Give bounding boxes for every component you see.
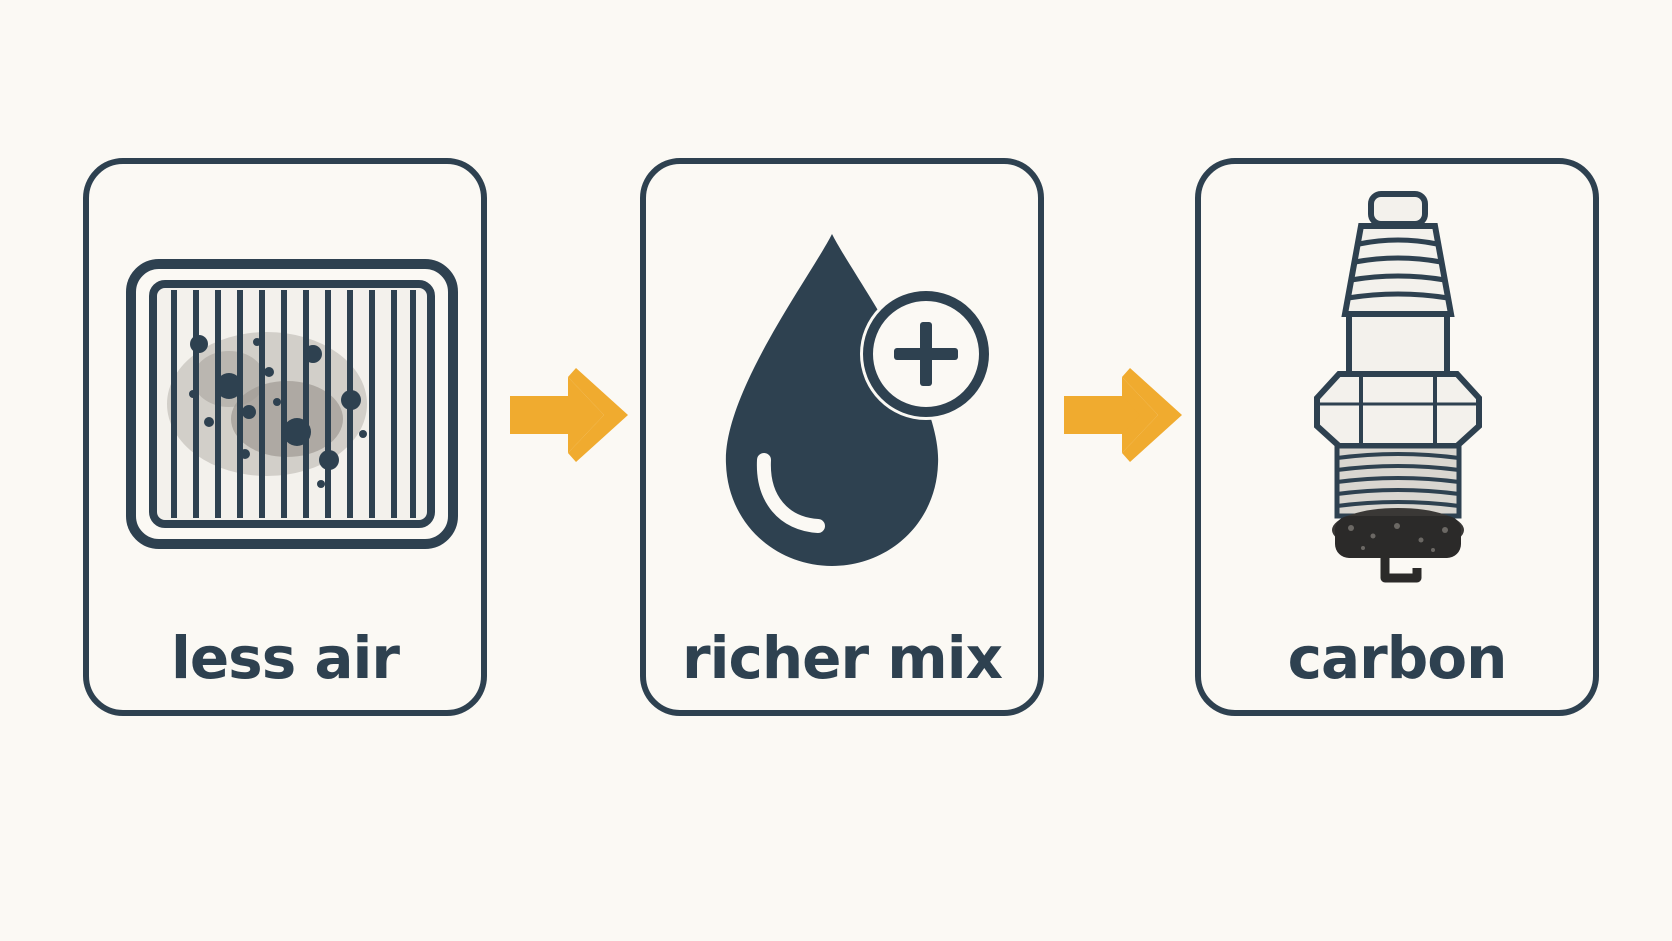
fouled-spark-plug-icon — [1314, 191, 1482, 583]
step-card-richer-mix: richer mix — [640, 158, 1044, 716]
clogged-air-filter-icon — [126, 259, 458, 549]
right-arrow-icon — [510, 368, 628, 462]
step-label: less air — [170, 624, 400, 692]
step-card-carbon: carbon — [1195, 158, 1599, 716]
step-label: carbon — [1287, 624, 1508, 692]
step-label: richer mix — [681, 624, 1003, 692]
fuel-drop-plus-icon — [725, 234, 992, 566]
right-arrow-icon — [1064, 368, 1182, 462]
step-card-less-air: less air — [83, 158, 487, 716]
